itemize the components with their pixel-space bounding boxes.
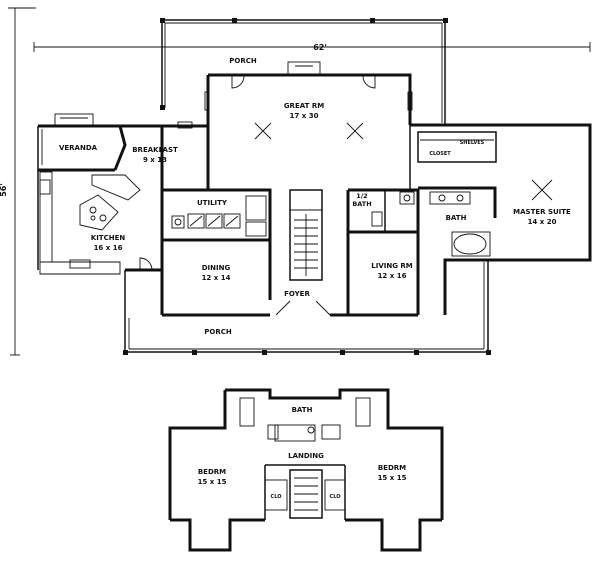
bath-label: BATH — [446, 214, 467, 222]
utility-label: UTILITY — [197, 199, 228, 207]
kitchen-size: 16 x 16 — [94, 244, 123, 252]
width-dimension: 62' — [313, 43, 327, 52]
dining-size: 12 x 14 — [202, 274, 231, 282]
veranda-label: VERANDA — [59, 144, 98, 152]
bedroom-right-label: BEDRM — [378, 464, 406, 472]
veranda-breakfast — [37, 113, 208, 270]
shelves-label: SHELVES — [460, 140, 485, 146]
master-suite-label: MASTER SUITE — [513, 208, 571, 216]
second-floor-outline — [168, 388, 444, 552]
master-suite — [409, 123, 592, 315]
master-suite-size: 14 x 20 — [528, 218, 557, 226]
kitchen-label: KITCHEN — [91, 234, 126, 242]
bedroom-right-size: 15 x 15 — [378, 474, 407, 482]
great-room-label: GREAT RM — [284, 102, 324, 110]
great-room — [204, 61, 413, 190]
rear-porch-label: PORCH — [229, 57, 257, 65]
front-porch-label: PORCH — [204, 328, 232, 336]
dining-room — [162, 240, 272, 317]
bedroom-left-size: 15 x 15 — [198, 478, 227, 486]
closet-right-label: CLO — [330, 494, 341, 500]
depth-dimension: 56' — [0, 183, 8, 197]
upstairs-bath-label: BATH — [292, 406, 313, 414]
landing-label: LANDING — [288, 452, 324, 460]
closet-label: CLOSET — [429, 151, 451, 157]
rear-porch — [160, 18, 448, 125]
half-bath-label-2: BATH — [352, 200, 371, 208]
living-room-label: LIVING RM — [371, 262, 413, 270]
utility-room — [160, 150, 272, 315]
closet-left-label: CLO — [271, 494, 282, 500]
front-porch — [123, 260, 491, 355]
breakfast-label: BREAKFAST — [132, 146, 178, 154]
kitchen — [38, 168, 162, 275]
half-bath-label-1: 1/2 — [356, 192, 367, 200]
dimension-lines — [8, 7, 591, 356]
bedroom-left-label: BEDRM — [198, 468, 226, 476]
dining-label: DINING — [202, 264, 231, 272]
breakfast-size: 9 x 13 — [143, 156, 167, 164]
baths-first-floor — [346, 186, 497, 257]
foyer-stair — [275, 189, 331, 316]
great-room-size: 17 x 30 — [290, 112, 319, 120]
foyer-label: FOYER — [284, 290, 310, 298]
living-room-size: 12 x 16 — [378, 272, 407, 280]
